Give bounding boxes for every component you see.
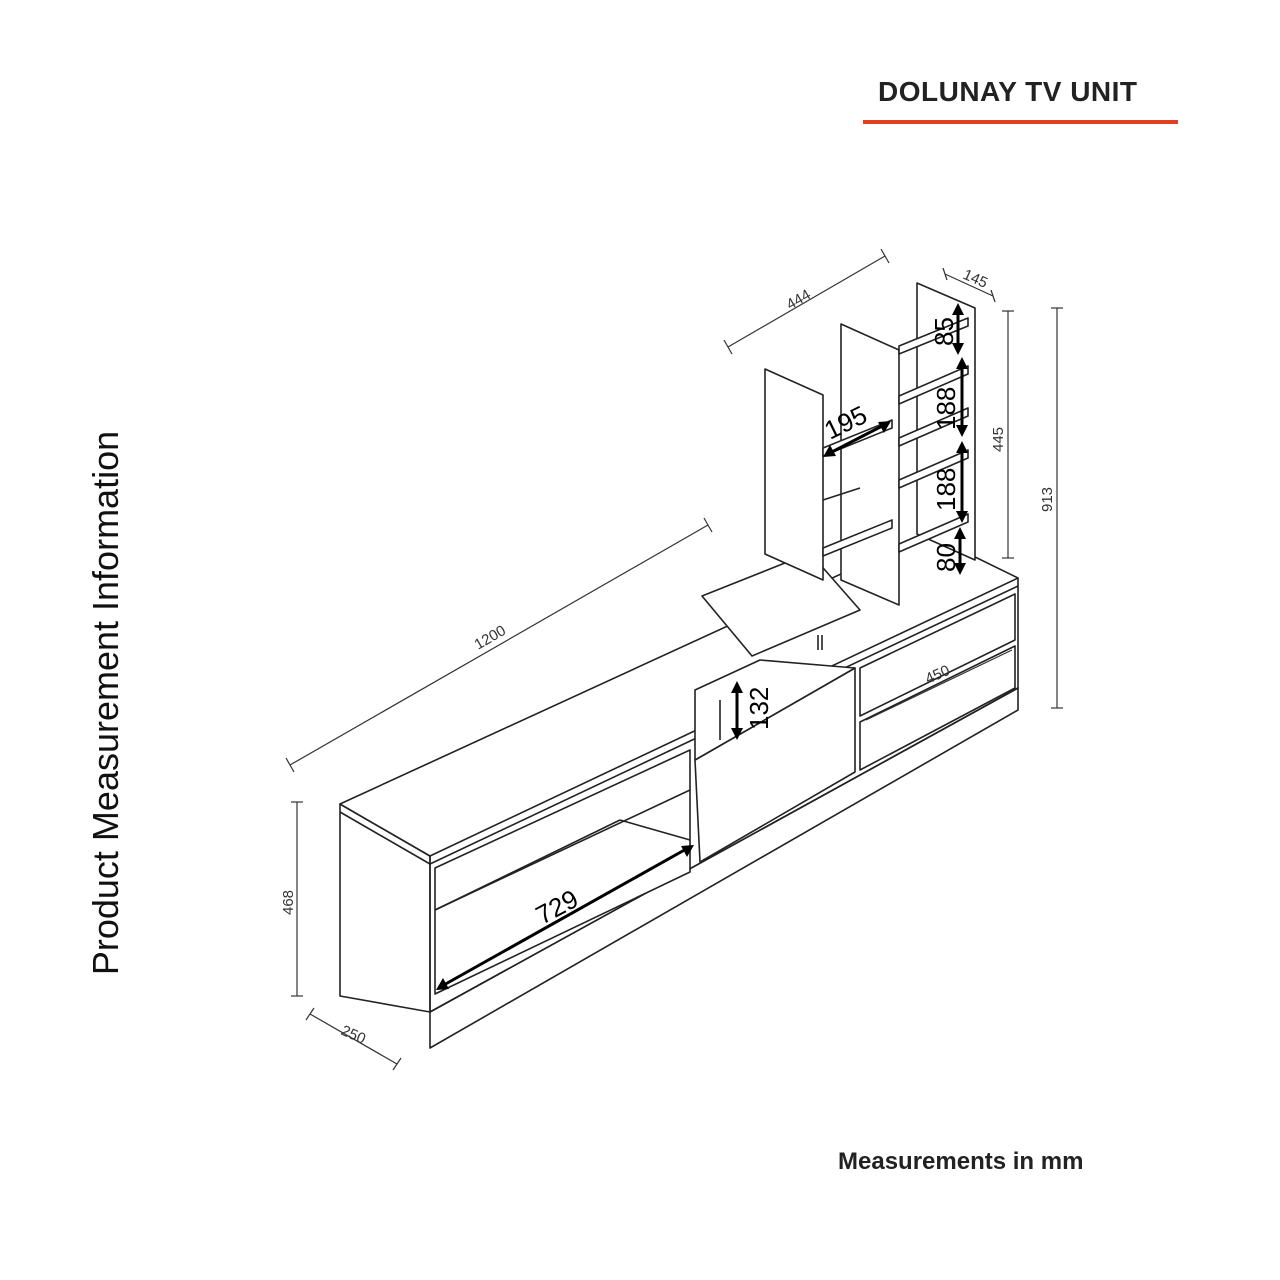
label-132: 132	[744, 687, 774, 730]
label-250: 250	[338, 1022, 368, 1048]
label-913: 913	[1039, 487, 1056, 512]
label-145: 145	[960, 266, 990, 292]
label-445: 445	[990, 427, 1007, 452]
label-468: 468	[280, 890, 297, 915]
label-188-lower: 188	[931, 468, 961, 511]
label-444: 444	[784, 286, 814, 313]
shelf-middle-panel	[841, 324, 899, 605]
label-85: 85	[929, 317, 959, 346]
label-188-upper: 188	[931, 387, 961, 430]
shelf-front-panel	[765, 369, 823, 580]
units-note: Measurements in mm	[838, 1148, 1083, 1176]
label-80: 80	[931, 543, 961, 572]
cabinet-body	[340, 534, 1018, 1012]
label-1200: 1200	[472, 622, 509, 653]
